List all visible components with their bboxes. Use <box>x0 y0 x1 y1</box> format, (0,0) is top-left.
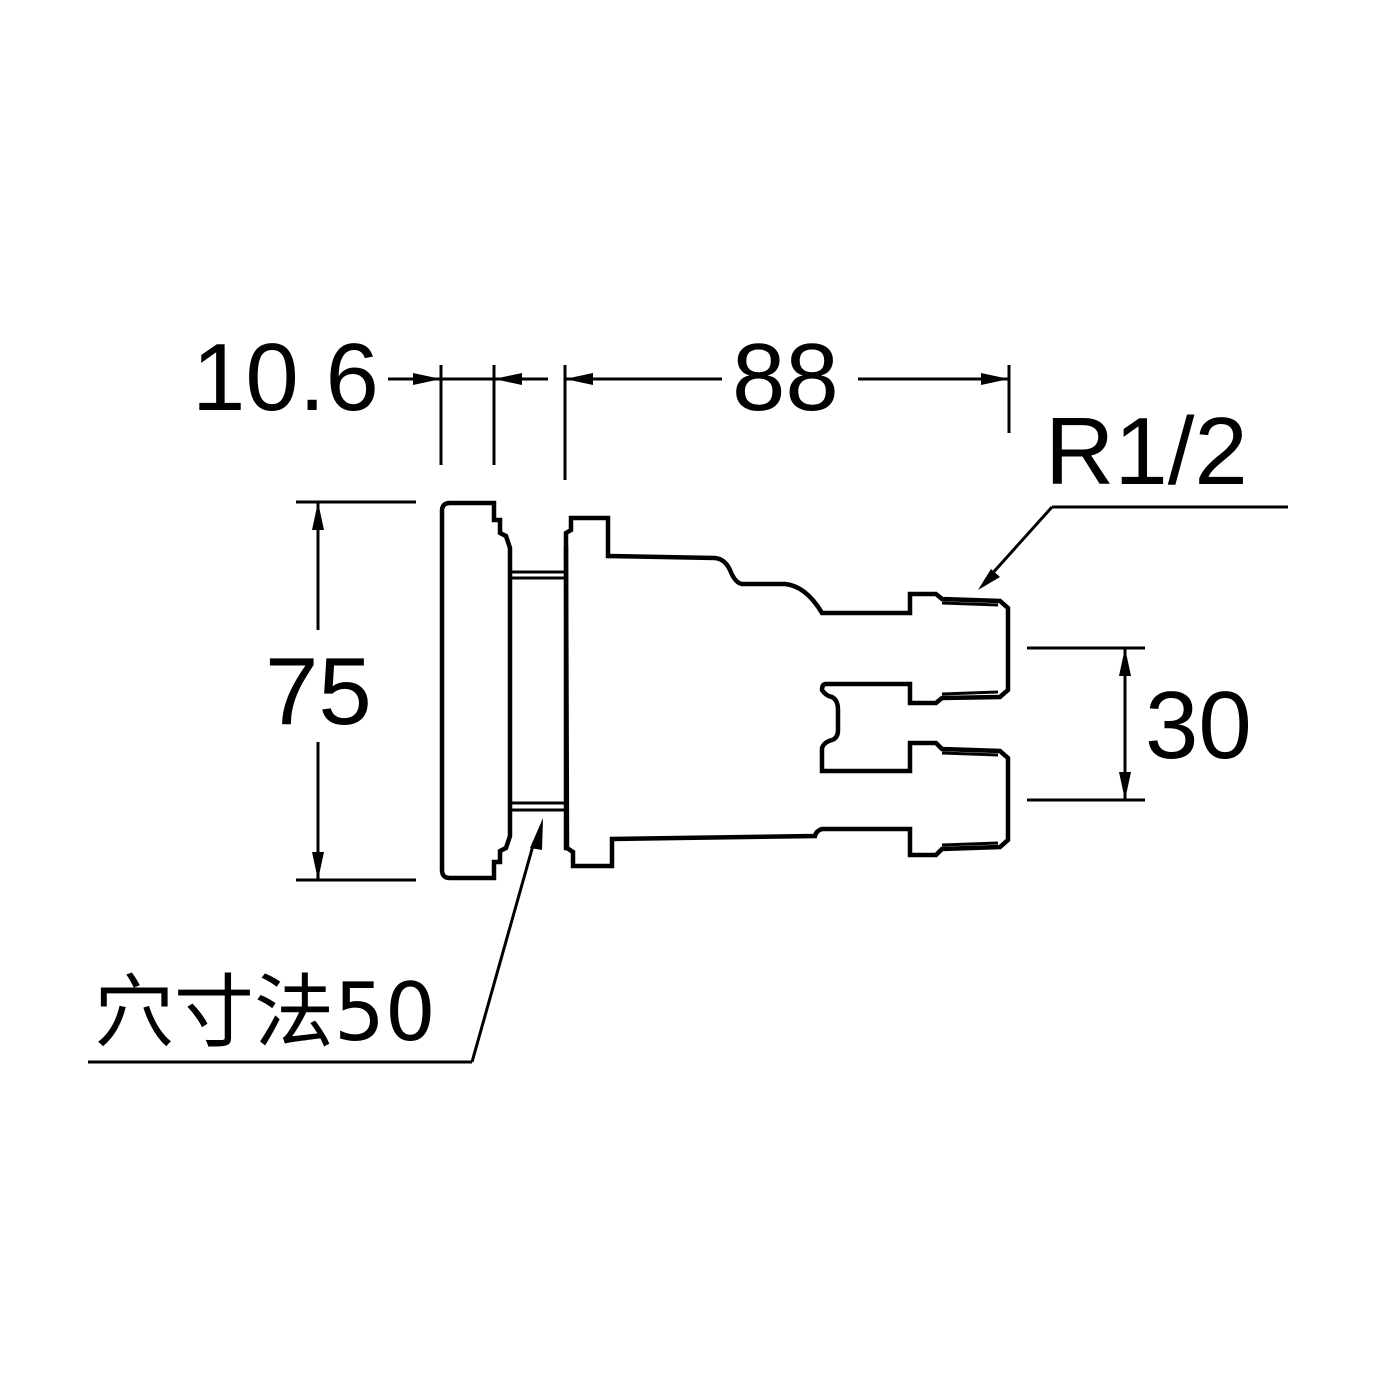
arrow-right <box>981 373 1009 385</box>
dim-label-75: 75 <box>265 638 372 745</box>
dim-label-30: 30 <box>1145 672 1252 779</box>
thread-line <box>941 751 999 757</box>
thread-line <box>941 601 999 607</box>
thread-label-r12: R1/2 <box>1045 398 1248 505</box>
arrow-left <box>494 373 522 385</box>
flange-plate <box>439 500 513 881</box>
leader-arrow <box>978 569 1000 590</box>
thread-line <box>941 690 999 696</box>
leader-line-r12 <box>988 505 1054 578</box>
thread-line <box>941 841 999 847</box>
arrow-down <box>1119 772 1131 800</box>
dim-label-10-6: 10.6 <box>192 324 379 431</box>
hole-size-label: 穴寸法50 <box>94 966 436 1059</box>
leader-line-hole <box>470 841 536 1063</box>
arrow-right <box>413 373 441 385</box>
fitting-body <box>563 515 1011 869</box>
arrow-down <box>312 852 324 880</box>
arrow-up <box>1119 648 1131 676</box>
leader-arrow <box>530 818 543 850</box>
arrow-left <box>565 373 593 385</box>
arrow-up <box>312 502 324 530</box>
dim-label-88: 88 <box>732 324 839 431</box>
